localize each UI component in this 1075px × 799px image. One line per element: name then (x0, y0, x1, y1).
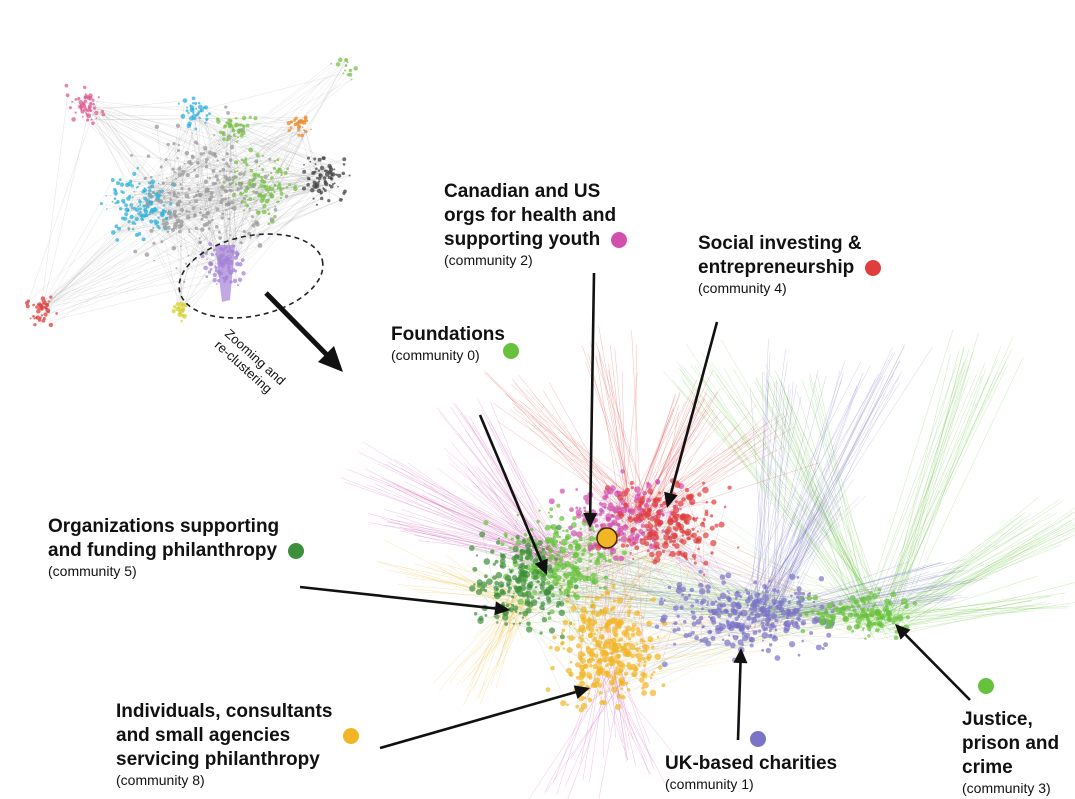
label-community-id: (community 2) (444, 252, 533, 268)
community-color-dot (287, 542, 304, 559)
label-community-id: (community 5) (48, 563, 137, 579)
pointer-arrows (299, 272, 971, 750)
community-color-dot (864, 259, 881, 276)
label-community-8: Individuals, consultants and small agenc… (116, 700, 360, 788)
label-community-id: (community 8) (116, 772, 205, 788)
community-color-dot (503, 343, 520, 360)
label-community-id: (community 1) (665, 776, 754, 792)
community-1-dot (750, 730, 766, 748)
community-color-dot (978, 677, 994, 694)
community-3-dot (978, 677, 994, 695)
label-community-id: (community 3) (962, 780, 1051, 796)
label-community-id: (community 4) (698, 280, 787, 296)
label-title-line: servicing philanthropy (116, 749, 320, 770)
label-community-5: Organizations supporting and funding phi… (48, 515, 304, 579)
zoomed-network (340, 326, 1075, 799)
label-community-id: (community 0) (391, 343, 520, 363)
label-community-1: UK-based charities (community 1) (665, 752, 837, 792)
label-title-line: and funding philanthropy (48, 539, 304, 563)
overview-network (24, 57, 358, 328)
community-color-dot (750, 730, 766, 747)
label-title-line: supporting youth (444, 228, 627, 252)
label-title-line: Canadian and US (444, 181, 601, 202)
label-title-line: UK-based charities (665, 753, 838, 774)
label-title-line: Individuals, consultants (116, 701, 333, 722)
zoom-arrow (264, 291, 343, 372)
label-title-line: prison and (962, 733, 1060, 754)
label-title-line: Justice, (962, 709, 1033, 730)
zoom-region-ellipse (178, 233, 324, 319)
label-title-line: Social investing & (698, 233, 862, 254)
label-community-0: Foundations (community 0) (391, 323, 520, 363)
label-title-line: Organizations supporting (48, 516, 280, 537)
label-title-line: Foundations (391, 324, 505, 345)
label-title-line: orgs for health and (444, 205, 617, 226)
label-title-line: and small agencies (116, 724, 360, 748)
community-color-dot (610, 231, 627, 248)
community-color-dot (343, 727, 360, 744)
label-community-4: Social investing & entrepreneurship (com… (698, 232, 881, 296)
label-title-line: crime (962, 757, 1013, 778)
label-community-2: Canadian and US orgs for health and supp… (444, 180, 627, 268)
label-title-line: entrepreneurship (698, 256, 881, 280)
label-community-3: Justice, prison and crime (community 3) (962, 708, 1059, 796)
